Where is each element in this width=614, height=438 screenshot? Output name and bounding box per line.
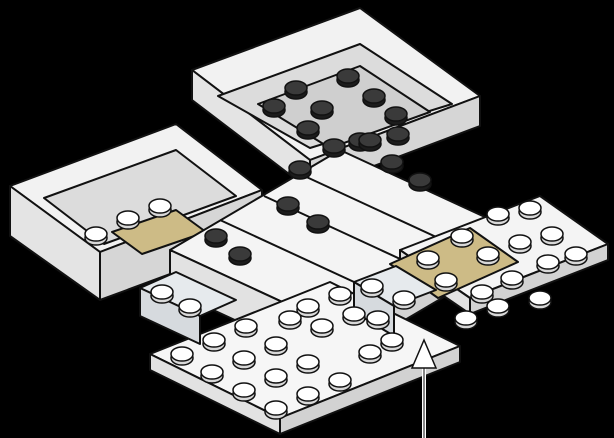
dark-stud bbox=[337, 69, 359, 87]
white-stud bbox=[85, 227, 107, 245]
white-stud bbox=[455, 311, 477, 329]
white-stud bbox=[487, 299, 509, 317]
white-stud bbox=[265, 369, 287, 387]
white-stud bbox=[393, 291, 415, 309]
white-stud bbox=[359, 345, 381, 363]
white-stud bbox=[265, 337, 287, 355]
white-stud bbox=[343, 307, 365, 325]
white-stud bbox=[477, 247, 499, 265]
white-stud bbox=[235, 319, 257, 337]
white-stud bbox=[297, 355, 319, 373]
white-stud bbox=[203, 333, 225, 351]
white-stud bbox=[509, 235, 531, 253]
dark-stud bbox=[297, 121, 319, 139]
dark-stud bbox=[277, 197, 299, 215]
white-stud bbox=[179, 299, 201, 317]
dark-stud bbox=[205, 229, 227, 247]
white-stud bbox=[471, 285, 493, 303]
white-stud bbox=[565, 247, 587, 265]
dark-stud bbox=[289, 161, 311, 179]
dark-stud bbox=[323, 139, 345, 157]
dark-stud bbox=[387, 127, 409, 145]
white-stud bbox=[151, 285, 173, 303]
white-stud bbox=[417, 251, 439, 269]
white-stud bbox=[117, 211, 139, 229]
white-stud bbox=[311, 319, 333, 337]
white-stud bbox=[233, 383, 255, 401]
white-stud bbox=[297, 387, 319, 405]
dark-stud bbox=[381, 155, 403, 173]
white-stud bbox=[537, 255, 559, 273]
white-stud bbox=[233, 351, 255, 369]
white-stud bbox=[149, 199, 171, 217]
white-stud bbox=[381, 333, 403, 351]
white-stud bbox=[329, 287, 351, 305]
dark-stud bbox=[263, 99, 285, 117]
dark-stud bbox=[311, 101, 333, 119]
dark-stud bbox=[385, 107, 407, 125]
dark-stud bbox=[285, 81, 307, 99]
white-stud bbox=[541, 227, 563, 245]
white-stud bbox=[435, 273, 457, 291]
dark-stud bbox=[229, 247, 251, 265]
dark-stud bbox=[363, 89, 385, 107]
white-stud bbox=[519, 201, 541, 219]
white-stud bbox=[529, 291, 551, 309]
dark-stud bbox=[359, 133, 381, 151]
white-stud bbox=[279, 311, 301, 329]
white-stud bbox=[361, 279, 383, 297]
dark-stud bbox=[307, 215, 329, 233]
white-stud bbox=[501, 271, 523, 289]
white-stud bbox=[329, 373, 351, 391]
white-stud bbox=[451, 229, 473, 247]
dark-stud bbox=[409, 173, 431, 191]
white-stud bbox=[367, 311, 389, 329]
white-stud bbox=[265, 401, 287, 419]
white-stud bbox=[487, 207, 509, 225]
white-stud bbox=[201, 365, 223, 383]
white-stud bbox=[171, 347, 193, 365]
